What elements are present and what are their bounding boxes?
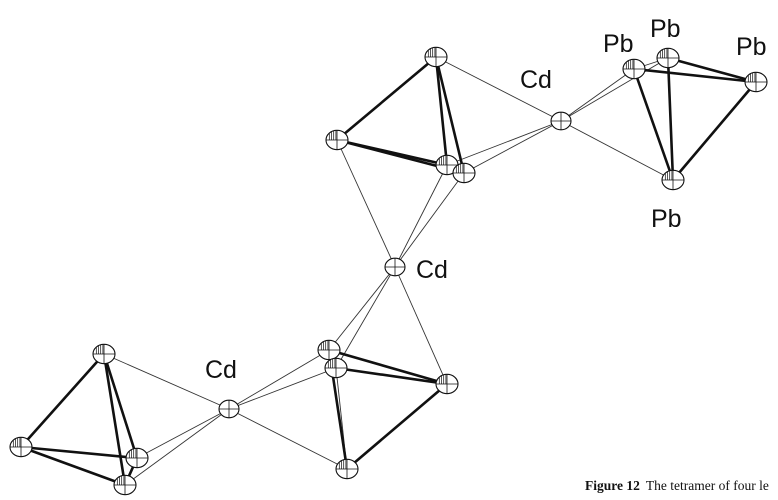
bond-line xyxy=(560,120,674,181)
pb-label-1: Pb xyxy=(603,30,634,58)
bond-line-bold xyxy=(671,80,758,182)
bond-line xyxy=(328,266,396,351)
atoms xyxy=(9,46,768,496)
bond-line-bold xyxy=(434,55,466,175)
bond-line xyxy=(336,139,396,268)
cd-label-left: Cd xyxy=(205,356,237,384)
bond-line-bold xyxy=(327,348,449,386)
bond-line-bold xyxy=(102,352,139,460)
cd-atom xyxy=(384,257,406,277)
bond-line-bold xyxy=(102,352,127,487)
bond-line-bold xyxy=(334,366,449,386)
cd-atom xyxy=(550,111,572,131)
atom-ellipsoid xyxy=(113,474,137,496)
cd-atom xyxy=(218,399,240,419)
bond-line-bold xyxy=(632,67,758,84)
bond-line xyxy=(560,57,669,122)
bond-line xyxy=(435,56,562,122)
bond-line-bold xyxy=(335,55,438,142)
pb-label-4: Pb xyxy=(651,205,682,233)
pb-atom xyxy=(744,71,768,93)
figure-caption-text: The tetramer of four le xyxy=(645,478,769,493)
bond-line xyxy=(124,408,230,486)
figure-number: Figure 12 xyxy=(585,478,640,493)
bond-line-bold xyxy=(19,445,139,460)
atom-ellipsoid xyxy=(335,458,359,480)
pb-atom xyxy=(656,47,680,69)
bond-line-bold xyxy=(434,55,449,167)
pb-label-3: Pb xyxy=(736,33,767,61)
cd-label-middle: Cd xyxy=(416,256,448,284)
bond-line xyxy=(446,120,562,166)
pb-atom xyxy=(622,58,646,80)
atom-ellipsoid xyxy=(452,162,476,184)
bond-line xyxy=(560,68,635,122)
atom-ellipsoid xyxy=(435,373,459,395)
bond-line xyxy=(335,266,396,369)
atom-ellipsoid xyxy=(325,129,349,151)
bond-line xyxy=(103,353,230,410)
bond-line xyxy=(463,120,562,174)
bond-line xyxy=(228,367,337,410)
bond-line-bold xyxy=(666,56,675,182)
cd-label-top: Cd xyxy=(520,66,552,94)
atom-ellipsoid xyxy=(125,447,149,469)
bond-line-bold xyxy=(19,352,106,449)
bond-line xyxy=(228,408,348,470)
thin-bonds xyxy=(103,56,674,486)
bond-line xyxy=(394,172,465,268)
bond-line xyxy=(394,164,448,268)
pb-label-2: Pb xyxy=(650,15,681,43)
figure-caption: Figure 12 The tetramer of four le xyxy=(585,478,769,494)
bond-line-bold xyxy=(345,382,449,471)
atom-ellipsoid xyxy=(424,46,448,68)
bond-line xyxy=(394,266,448,385)
atom-ellipsoid xyxy=(92,343,116,365)
bold-bonds xyxy=(19,55,758,487)
bond-line-bold xyxy=(666,56,758,84)
atom-ellipsoid xyxy=(317,339,341,361)
bond-line-bold xyxy=(632,67,675,182)
atom-ellipsoid xyxy=(9,436,33,458)
bond-line xyxy=(228,349,330,410)
bond-line-bold xyxy=(19,445,127,487)
pb-atom xyxy=(661,169,685,191)
atom-ellipsoid xyxy=(324,357,348,379)
bond-line xyxy=(136,408,230,459)
